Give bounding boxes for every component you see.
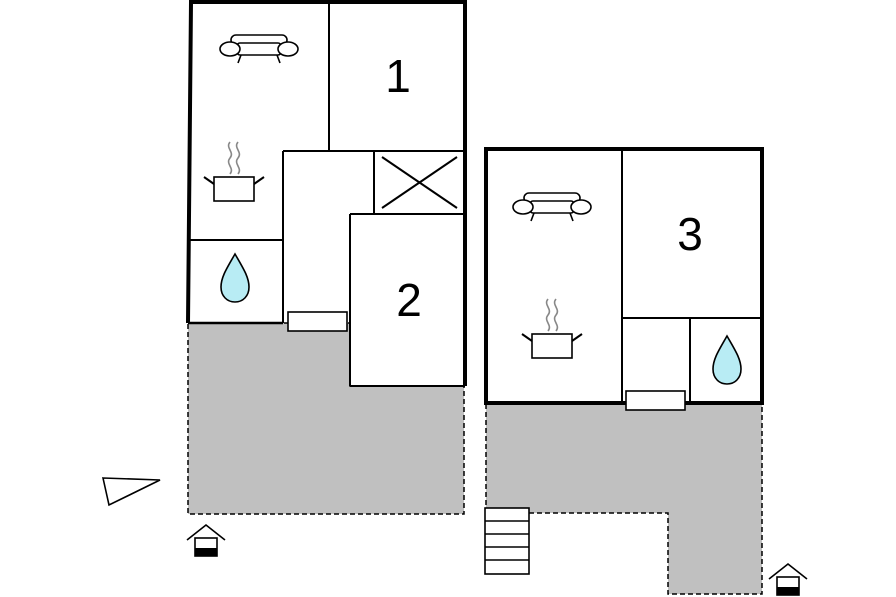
room-number-3: 3 [677, 208, 703, 260]
cooking-pot-icon [521, 298, 583, 359]
house-entrance-icon [186, 524, 226, 557]
terrace-left [187, 322, 465, 515]
water-drop-icon [712, 335, 742, 385]
north-arrow-icon [101, 477, 161, 507]
room-number-1: 1 [385, 50, 411, 102]
building-right [484, 147, 764, 405]
cooking-pot-icon [203, 141, 265, 202]
water-drop-icon [220, 253, 250, 303]
building-left [186, 0, 467, 387]
room-number-2: 2 [396, 274, 422, 326]
stairs-icon [484, 507, 530, 575]
door-step-left [287, 311, 348, 332]
void-cross [381, 156, 458, 209]
sofa-icon [219, 34, 299, 64]
door-step-right [625, 390, 686, 411]
sofa-icon [512, 192, 592, 222]
house-entrance-icon [768, 563, 808, 596]
